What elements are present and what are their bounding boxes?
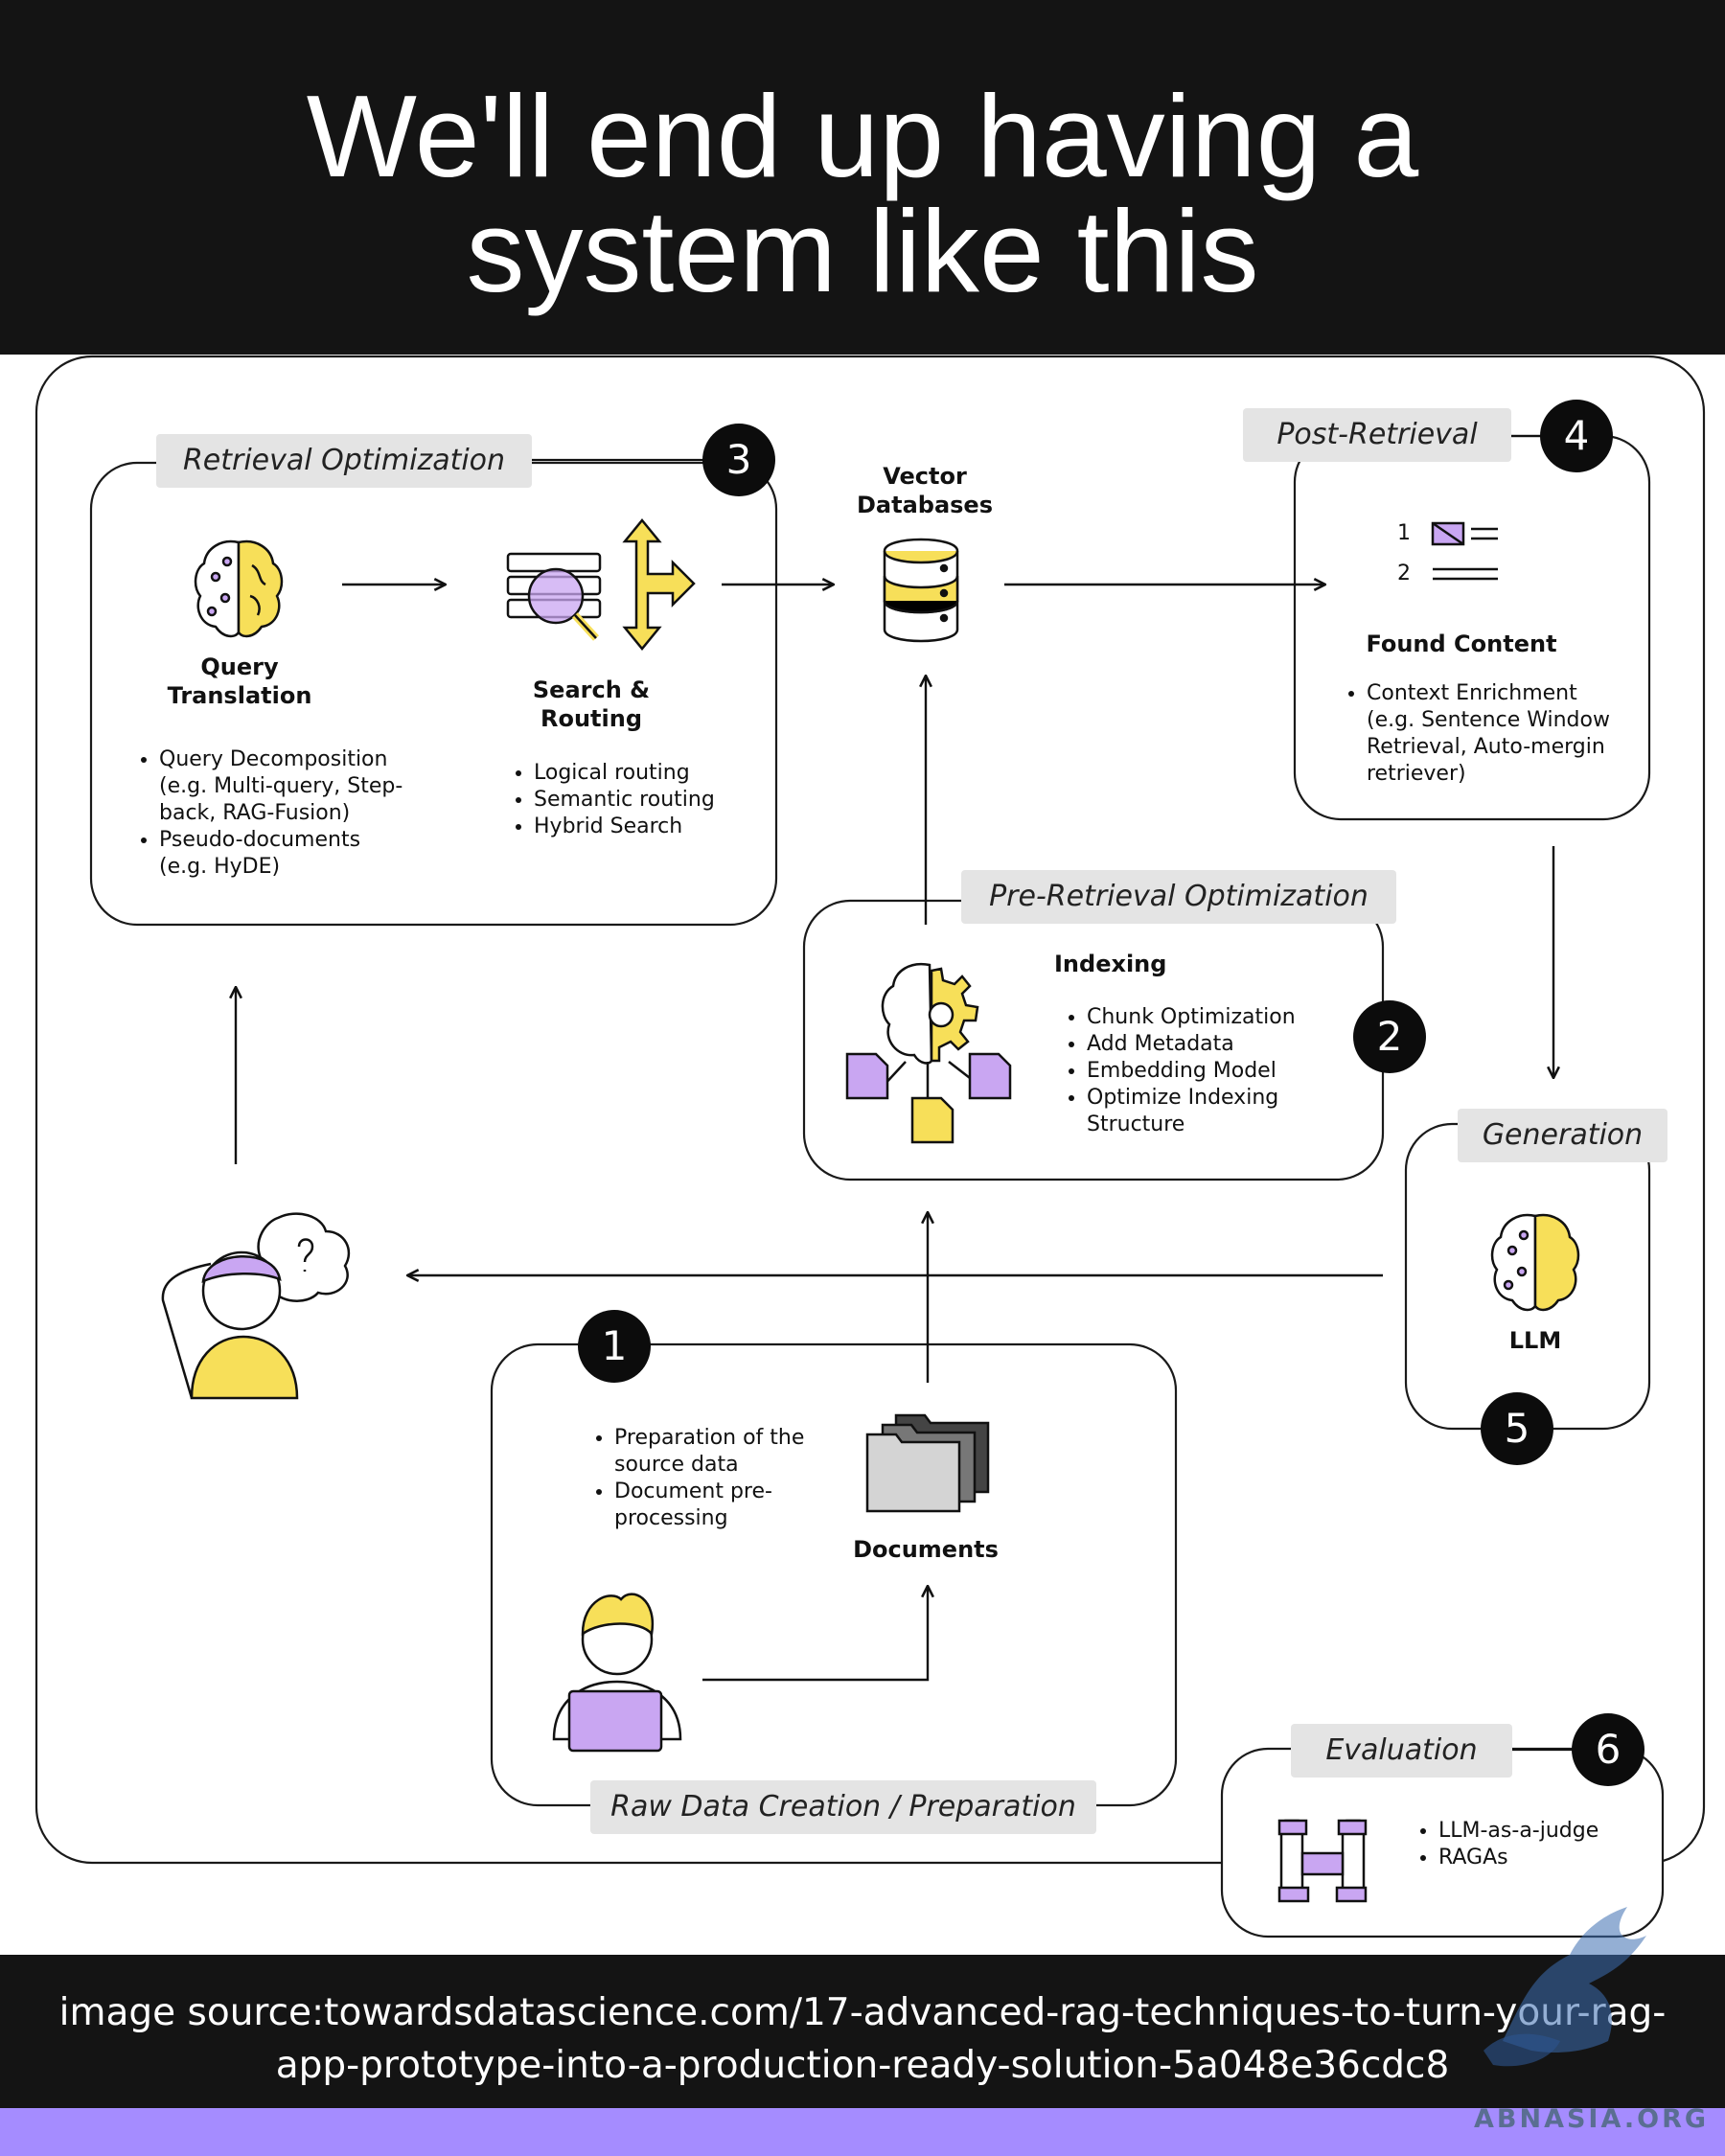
list-item: (e.g. Sentence Window <box>1367 708 1610 732</box>
step-badge-6: 6 <box>1572 1713 1644 1786</box>
arrow-developer-to-docs <box>702 1586 928 1682</box>
list-item: Document pre- <box>614 1479 804 1505</box>
database-icon <box>883 538 959 643</box>
list-item: Pseudo-documents <box>159 827 402 854</box>
thinking-user-icon <box>161 1212 351 1400</box>
rank-number-1: 1 <box>1397 521 1411 545</box>
list-item: Semantic routing <box>534 787 715 814</box>
query-translation-list: Query Decomposition (e.g. Multi-query, S… <box>134 746 402 881</box>
list-item: Retrieval, Auto-mergin <box>1367 735 1605 759</box>
list-item: RAGAs <box>1438 1845 1598 1871</box>
document-icon <box>968 1052 1012 1100</box>
indexing-list: Chunk Optimization Add Metadata Embeddin… <box>1062 1004 1296 1138</box>
label-retrieval-optimization: Retrieval Optimization <box>156 434 532 488</box>
list-item: source data <box>614 1453 739 1477</box>
list-item: (e.g. Multi-query, Step- <box>159 774 403 798</box>
outer-frame <box>34 355 1706 1865</box>
list-item: processing <box>614 1506 728 1530</box>
watermark-bird-logo <box>1484 1907 1646 2067</box>
list-item: (e.g. HyDE) <box>159 855 281 879</box>
source-caption-line-1: image source:towardsdatascience.com/17-a… <box>58 1991 1667 2034</box>
list-item: Chunk Optimization <box>1087 1004 1296 1031</box>
footer-banner <box>0 1955 1725 2108</box>
search-routing-title: Search & Routing <box>532 677 651 732</box>
label-raw-data: Raw Data Creation / Preparation <box>590 1780 1096 1834</box>
rank-number-2: 2 <box>1397 562 1411 585</box>
brain-gear-icon <box>881 962 979 1065</box>
list-item: Add Metadata <box>1087 1031 1296 1058</box>
documents-title: Documents <box>853 1536 999 1563</box>
step-badge-5: 5 <box>1481 1392 1553 1465</box>
list-item: retriever) <box>1367 762 1466 786</box>
list-item: Optimize Indexing <box>1087 1085 1296 1112</box>
list-item: Structure <box>1087 1112 1185 1136</box>
list-item: Embedding Model <box>1087 1058 1296 1085</box>
step-badge-1: 1 <box>578 1310 651 1383</box>
label-generation: Generation <box>1458 1109 1668 1162</box>
list-item: back, RAG-Fusion) <box>159 801 351 825</box>
document-search-icon <box>506 552 602 641</box>
list-item: Preparation of the <box>614 1425 804 1452</box>
footer-accent-bar <box>0 2108 1725 2156</box>
found-content-title: Found Content <box>1366 631 1557 657</box>
document-icon <box>845 1052 889 1100</box>
list-item: Logical routing <box>534 760 715 787</box>
list-item: Hybrid Search <box>534 814 715 840</box>
evaluation-list: LLM-as-a-judge RAGAs <box>1414 1818 1598 1871</box>
label-post-retrieval: Post-Retrieval <box>1243 408 1511 462</box>
documents-folder-icon <box>865 1413 990 1513</box>
source-caption-line-2: app-prototype-into-a-production-ready-so… <box>275 2044 1450 2087</box>
step-badge-3: 3 <box>702 424 775 496</box>
step-badge-2: 2 <box>1353 1000 1426 1073</box>
llm-title: LLM <box>1508 1327 1562 1354</box>
vector-db-title: Vector Databases <box>856 463 993 518</box>
found-content-list: Context Enrichment (e.g. Sentence Window… <box>1342 680 1610 788</box>
label-evaluation: Evaluation <box>1291 1724 1512 1778</box>
search-routing-list: Logical routing Semantic routing Hybrid … <box>509 760 715 840</box>
step-badge-4: 4 <box>1540 400 1613 472</box>
watermark-text: ABNASIA.ORG <box>1474 2104 1710 2134</box>
routing-arrows-icon <box>622 518 696 651</box>
ranked-list-icon <box>1431 521 1498 581</box>
list-item: Context Enrichment <box>1367 680 1610 707</box>
header-banner <box>0 0 1725 355</box>
brain-icon <box>194 539 284 638</box>
binoculars-icon <box>1277 1819 1368 1903</box>
page-title-line-2: system like this <box>466 186 1259 316</box>
developer-icon <box>552 1593 682 1753</box>
list-item: LLM-as-a-judge <box>1438 1818 1598 1845</box>
document-icon <box>910 1096 954 1144</box>
indexing-title: Indexing <box>1054 951 1167 977</box>
documents-list: Preparation of the source data Document … <box>589 1425 804 1532</box>
page-title-line-1: We'll end up having a <box>306 71 1419 201</box>
query-translation-title: Query Translation <box>167 654 312 709</box>
llm-brain-icon <box>1490 1213 1580 1312</box>
list-item: Query Decomposition <box>159 746 402 773</box>
label-pre-retrieval: Pre-Retrieval Optimization <box>961 870 1396 924</box>
